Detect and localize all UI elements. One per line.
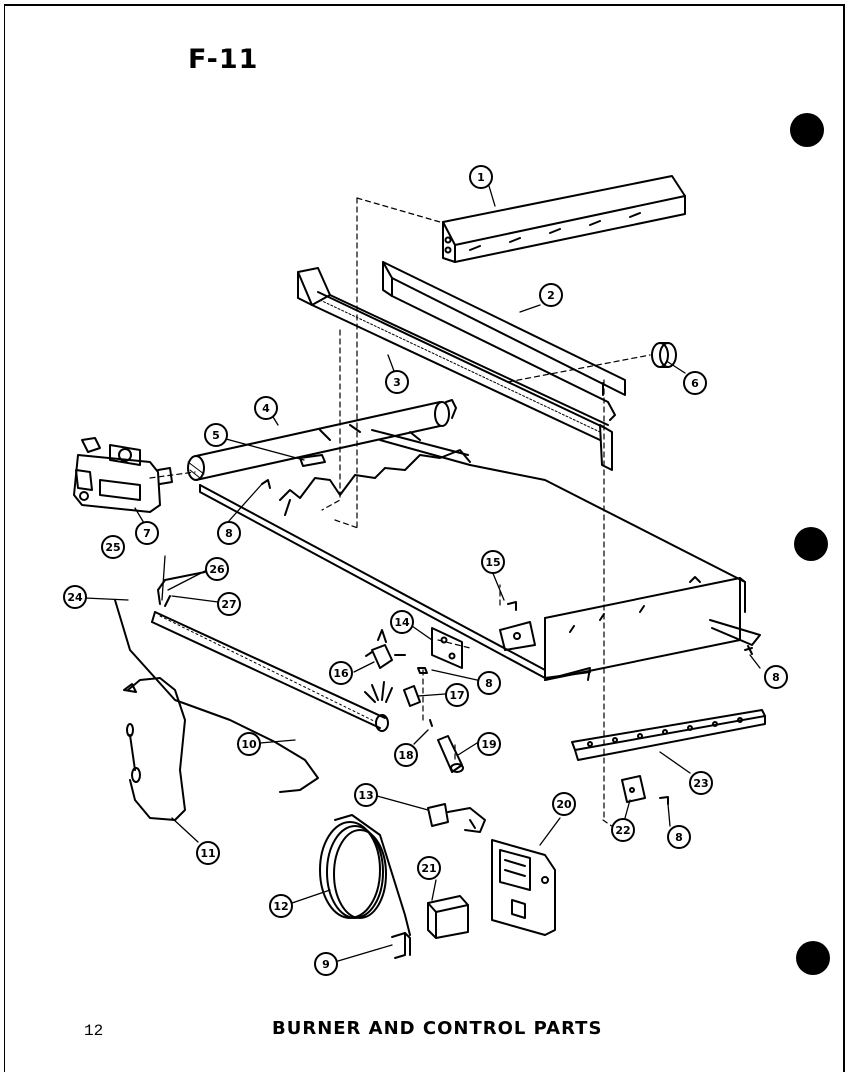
svg-text:6: 6: [691, 377, 699, 390]
callout-2: 2: [539, 283, 563, 307]
diagram-caption: BURNER AND CONTROL PARTS: [272, 1018, 603, 1039]
callout-8-burner: 8: [217, 521, 241, 545]
svg-text:20: 20: [556, 798, 572, 811]
figure-title: F-11: [188, 44, 259, 75]
page-number: 12: [84, 1022, 104, 1040]
callout-15: 15: [481, 550, 505, 574]
callout-23: 23: [689, 771, 713, 795]
binder-hole-bottom: [796, 941, 830, 975]
callout-8-pilot: 8: [477, 671, 501, 695]
svg-text:13: 13: [358, 789, 373, 802]
svg-text:1: 1: [477, 171, 485, 184]
callout-16: 16: [329, 661, 353, 685]
callout-5: 5: [204, 423, 228, 447]
svg-text:2: 2: [547, 289, 555, 302]
svg-text:4: 4: [262, 402, 270, 415]
part-burner-base-pan: [199, 424, 761, 681]
svg-text:8: 8: [225, 527, 233, 540]
callout-12: 12: [269, 894, 293, 918]
callout-27: 27: [217, 592, 241, 616]
svg-text:11: 11: [200, 847, 215, 860]
svg-text:8: 8: [485, 677, 493, 690]
callout-20: 20: [552, 792, 576, 816]
callout-18: 18: [394, 743, 418, 767]
callout-8-plate: 8: [667, 825, 691, 849]
svg-text:25: 25: [105, 541, 120, 554]
callout-19: 19: [477, 732, 501, 756]
callout-13: 13: [354, 783, 378, 807]
part-burner-tube: [187, 399, 457, 481]
svg-text:14: 14: [394, 616, 410, 629]
binder-hole-top: [790, 113, 824, 147]
part-gas-valve: [73, 437, 173, 513]
svg-text:23: 23: [693, 777, 708, 790]
svg-text:17: 17: [449, 689, 464, 702]
svg-text:8: 8: [675, 831, 683, 844]
svg-text:18: 18: [398, 749, 413, 762]
svg-text:22: 22: [615, 824, 630, 837]
part-small-plate: [621, 775, 646, 803]
svg-text:24: 24: [67, 591, 83, 604]
part-igniter-rail: [151, 571, 393, 732]
part-control-module: [491, 839, 556, 936]
svg-text:19: 19: [481, 738, 496, 751]
callout-1: 1: [469, 165, 493, 189]
svg-text:21: 21: [421, 862, 436, 875]
svg-text:12: 12: [273, 900, 288, 913]
callout-8-pan: 8: [764, 665, 788, 689]
callout-26: 26: [205, 557, 229, 581]
part-manifold-tube: [297, 267, 613, 471]
svg-text:5: 5: [212, 429, 220, 442]
assembly-dashed-lines: [149, 197, 651, 841]
callout-22: 22: [611, 818, 635, 842]
callout-9: 9: [314, 952, 338, 976]
callout-24: 24: [63, 585, 87, 609]
callout-markers: 1 2 3 4 5 6 7 8 8 8 8 9 10 11 12 13 14 1…: [63, 165, 788, 976]
callout-11: 11: [196, 841, 220, 865]
part-coiled-tube: [319, 814, 411, 936]
part-grommet: [651, 342, 677, 368]
part-pilot-assembly: [365, 629, 406, 669]
callout-3: 3: [385, 370, 409, 394]
part-screws: [261, 479, 753, 805]
part-connector: [427, 803, 486, 833]
callout-17: 17: [445, 683, 469, 707]
callout-14: 14: [390, 610, 414, 634]
part-thermocouple-parts: [403, 685, 464, 773]
part-bracket-rail: [382, 261, 626, 421]
svg-text:16: 16: [333, 667, 349, 680]
svg-text:27: 27: [221, 598, 236, 611]
page-border: [4, 4, 845, 1072]
part-clip: [391, 932, 411, 959]
binder-hole-middle: [794, 527, 828, 561]
part-wiring-harness: [114, 599, 319, 821]
part-top-cover-plate: [442, 175, 686, 263]
svg-text:26: 26: [209, 563, 225, 576]
svg-text:3: 3: [393, 376, 401, 389]
svg-text:9: 9: [322, 958, 330, 971]
part-mounting-strip: [571, 709, 766, 761]
svg-text:10: 10: [241, 738, 257, 751]
callout-7: 7: [135, 521, 159, 545]
callout-4: 4: [254, 396, 278, 420]
callout-21: 21: [417, 856, 441, 880]
callout-25: 25: [101, 535, 125, 559]
callout-10: 10: [237, 732, 261, 756]
callout-leader-lines: [84, 185, 761, 962]
part-relay-block: [427, 895, 469, 939]
svg-text:15: 15: [485, 556, 500, 569]
svg-text:8: 8: [772, 671, 780, 684]
part-pilot-bracket: [431, 627, 463, 669]
callout-6: 6: [683, 371, 707, 395]
svg-text:7: 7: [143, 527, 151, 540]
